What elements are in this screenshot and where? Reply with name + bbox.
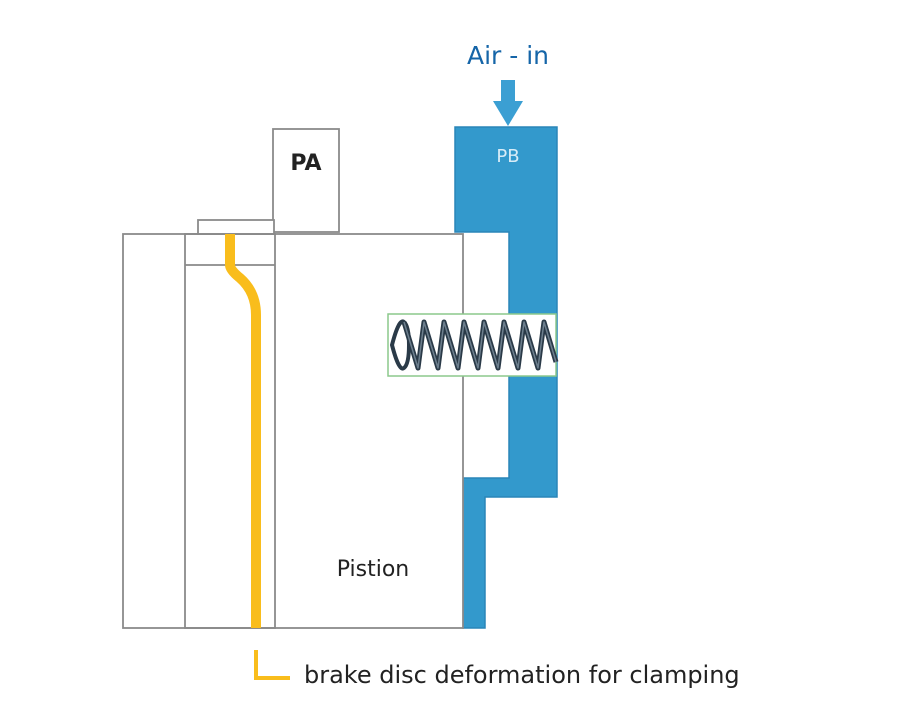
air-in-label: Air - in [467,41,549,70]
pa-label: PA [290,151,321,176]
pb-label: PB [496,146,519,167]
legend-label: brake disc deformation for clamping [304,661,740,689]
legend-marker [254,650,290,680]
top-cap [197,219,275,235]
piston-label: Pistion [337,557,410,582]
pa-port [272,128,340,233]
pb-air-chamber [454,126,558,629]
brake-disc [225,234,261,628]
spring-icon [389,319,559,371]
arrow-down-icon [493,80,523,126]
housing-body [122,233,464,629]
